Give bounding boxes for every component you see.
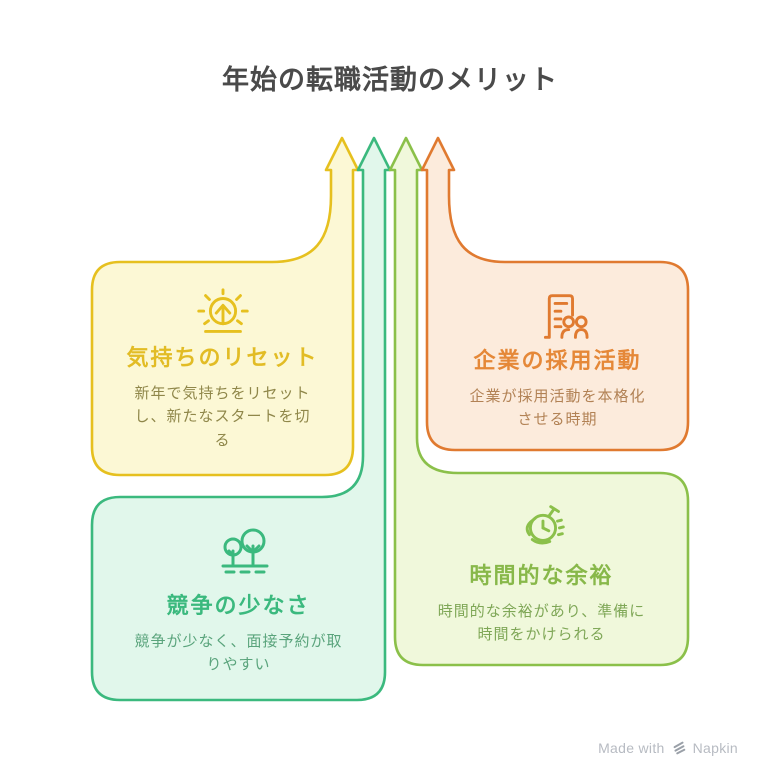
napkin-logo-icon [673,741,685,755]
watermark: Made with Napkin [598,740,738,756]
card-competition: 競争の少なさ 競争が少なく、面接予約が取 りやすい [92,588,385,677]
card-reset-body: 新年で気持ちをリセット し、新たなスタートを切 る [134,385,311,449]
hand-stopwatch-icon [525,505,565,545]
watermark-brand: Napkin [692,740,738,756]
watermark-prefix: Made with [598,740,665,756]
card-reset: 気持ちのリセット 新年で気持ちをリセット し、新たなスタートを切 る [92,340,353,452]
card-recruiting-body: 企業が採用活動を本格化 させる時期 [469,388,646,429]
card-competition-heading: 競争の少なさ [166,593,311,618]
funnel-arrow-teal [90,136,392,702]
card-time-heading: 時間的な余裕 [469,563,614,588]
card-recruiting: 企業の採用活動 企業が採用活動を本格化 させる時期 [427,343,688,432]
card-recruiting-heading: 企業の採用活動 [473,348,642,373]
sunrise-icon [197,288,249,333]
funnel-arrow-green [388,136,690,667]
page-title: 年始の転職活動のメリット [222,65,558,95]
office-people-icon [543,294,589,339]
funnel-arrow-orange [420,136,690,452]
trees-icon [221,528,269,574]
card-reset-heading: 気持ちのリセット [126,345,319,370]
card-competition-body: 競争が少なく、面接予約が取 りやすい [134,633,343,674]
card-time-body: 時間的な余裕があり、準備に 時間をかけられる [437,603,646,644]
card-time: 時間的な余裕 時間的な余裕があり、準備に 時間をかけられる [395,558,688,647]
